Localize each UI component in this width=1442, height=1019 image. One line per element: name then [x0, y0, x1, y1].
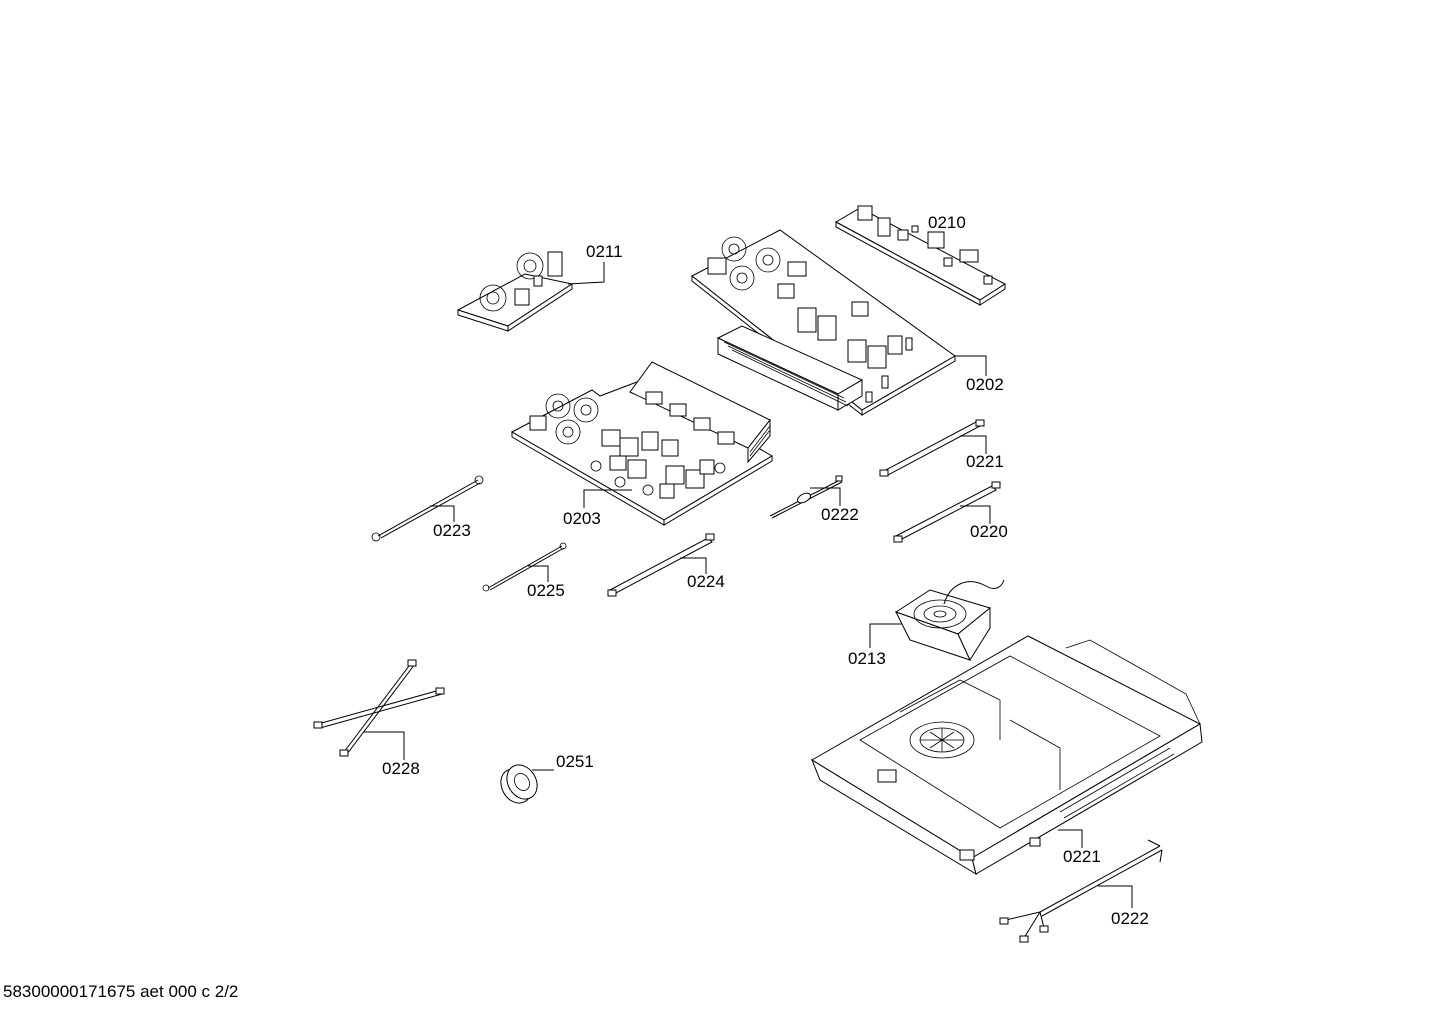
- callout-0210: 0210: [928, 213, 966, 232]
- part-0211-board: [456, 251, 574, 332]
- part-0224-ribbon: [607, 533, 715, 597]
- part-0213-fan: [894, 579, 1005, 662]
- part-0220-ribbon: [893, 481, 1001, 543]
- callout-0203: 0203: [563, 509, 601, 528]
- callout-0221-ribbon: 0221: [966, 452, 1004, 471]
- callout-0220: 0220: [970, 522, 1008, 541]
- callout-0222-cable: 0222: [821, 505, 859, 524]
- callout-0213: 0213: [848, 649, 886, 668]
- part-0222-cable-small: [769, 475, 843, 519]
- part-0221-housing: [810, 635, 1203, 876]
- part-0223-wire: [371, 475, 484, 542]
- part-0202-board: [691, 229, 956, 417]
- callout-0224: 0224: [687, 572, 725, 591]
- part-0228-harness: [313, 659, 445, 757]
- leader-lines: [364, 262, 1133, 908]
- callout-0211: 0211: [586, 242, 623, 261]
- part-0203-board: [510, 361, 773, 526]
- callout-0223: 0223: [433, 521, 471, 540]
- callout-0202: 0202: [966, 375, 1004, 394]
- document-id-footer: 58300000171675 aet 000 c 2/2: [3, 982, 239, 1001]
- part-0210-board: [834, 205, 1006, 306]
- callout-0221-housing: 0221: [1063, 847, 1101, 866]
- callout-0222-mains: 0222: [1111, 909, 1149, 928]
- callout-0225: 0225: [527, 581, 565, 600]
- part-0225-wire: [482, 542, 567, 592]
- part-0251-ring: [500, 764, 538, 804]
- callout-0251: 0251: [556, 752, 594, 771]
- callout-0228: 0228: [382, 759, 420, 778]
- part-0222-mains-cable: [999, 839, 1163, 943]
- part-0221-ribbon: [879, 419, 985, 477]
